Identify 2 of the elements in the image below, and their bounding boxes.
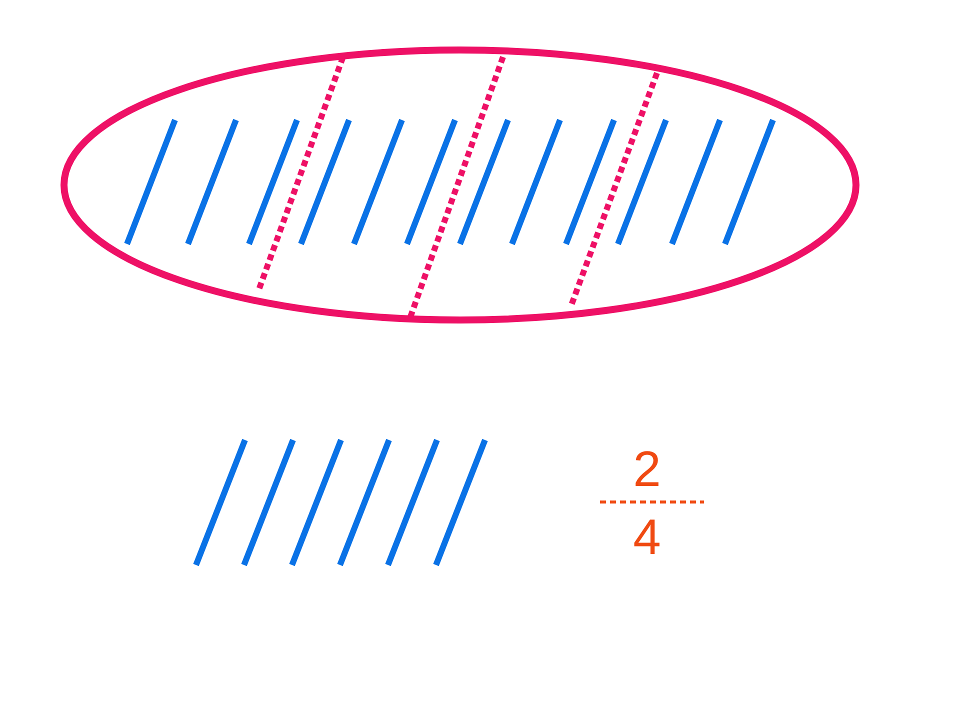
denominator: 4 (632, 512, 662, 562)
numerator: 2 (632, 444, 662, 494)
